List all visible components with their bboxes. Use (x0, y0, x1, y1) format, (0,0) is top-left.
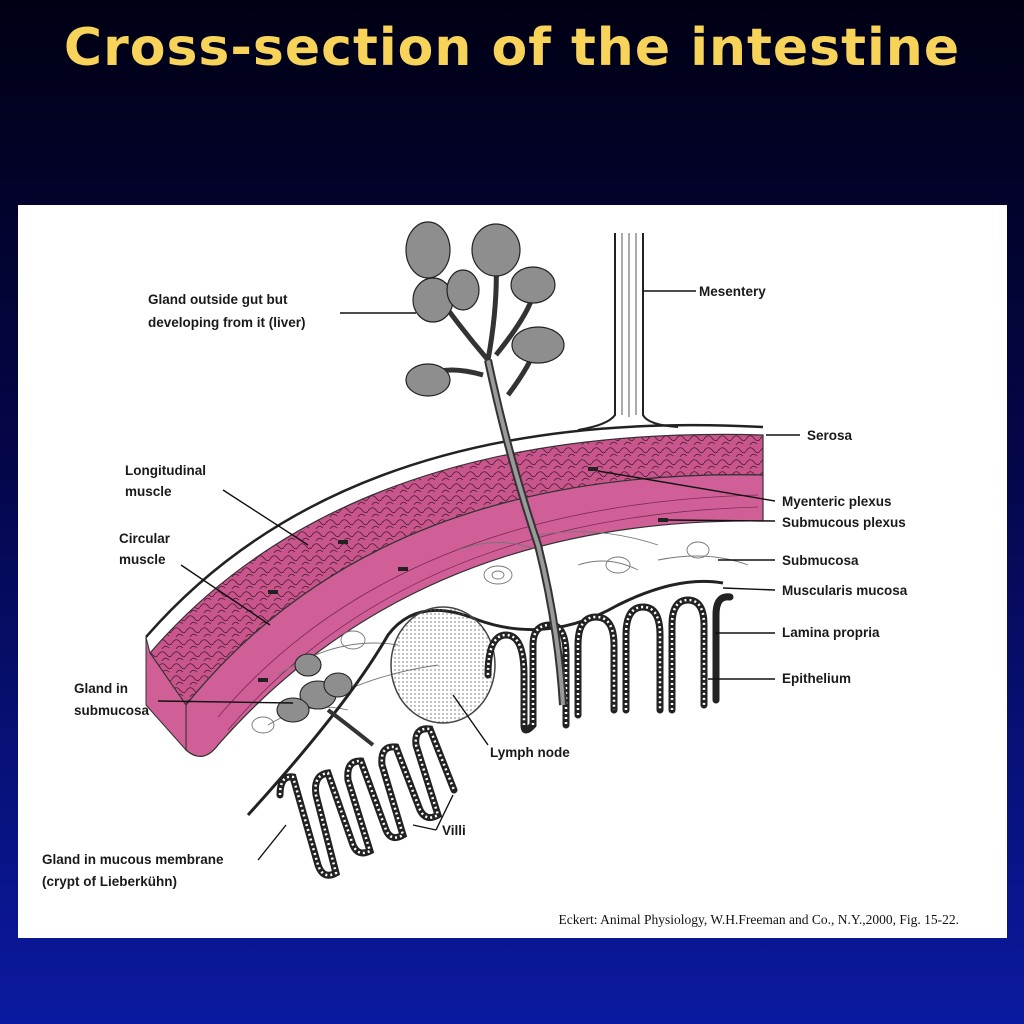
label-myenteric-plexus: Myenteric plexus (782, 494, 892, 509)
villi-left (276, 725, 458, 879)
label-submucous-plexus: Submucous plexus (782, 515, 906, 530)
label-gland-submucosa-1: Gland in (74, 681, 128, 696)
label-villi: Villi (442, 823, 466, 838)
leader-lines (157, 290, 800, 861)
label-liver-2: developing from it (liver) (148, 315, 306, 330)
submucosa-layer (251, 531, 749, 734)
figure-credit: Eckert: Animal Physiology, W.H.Freeman a… (558, 912, 960, 927)
label-serosa: Serosa (807, 428, 853, 443)
label-circular-2: muscle (119, 552, 166, 567)
label-muscularis-mucosa: Muscularis mucosa (782, 583, 908, 598)
label-gland-submucosa-2: submucosa (74, 703, 150, 718)
label-crypt-1: Gland in mucous membrane (42, 852, 224, 867)
intestine-diagram: Gland outside gut but developing from it… (42, 221, 908, 889)
circular-muscle-layer (185, 474, 764, 757)
lymph-node (390, 606, 496, 724)
figure-panel: Gland outside gut but developing from it… (18, 205, 1007, 938)
submucosa-gland (276, 653, 375, 747)
label-lamina-propria: Lamina propria (782, 625, 880, 640)
mesentery (577, 233, 679, 431)
label-submucosa: Submucosa (782, 553, 859, 568)
label-epithelium: Epithelium (782, 671, 851, 686)
liver-gland (405, 221, 567, 706)
label-circular-1: Circular (119, 531, 171, 546)
slide-title: Cross-section of the intestine (63, 18, 961, 78)
label-crypt-2: (crypt of Lieberkühn) (42, 874, 177, 889)
serosa-layer (145, 423, 764, 638)
label-mesentery: Mesentery (699, 284, 766, 299)
label-liver-1: Gland outside gut but (148, 292, 288, 307)
label-lymph-node: Lymph node (490, 745, 570, 760)
label-longitudinal-1: Longitudinal (125, 463, 206, 478)
plexus-marks (258, 467, 668, 682)
label-longitudinal-2: muscle (125, 484, 172, 499)
